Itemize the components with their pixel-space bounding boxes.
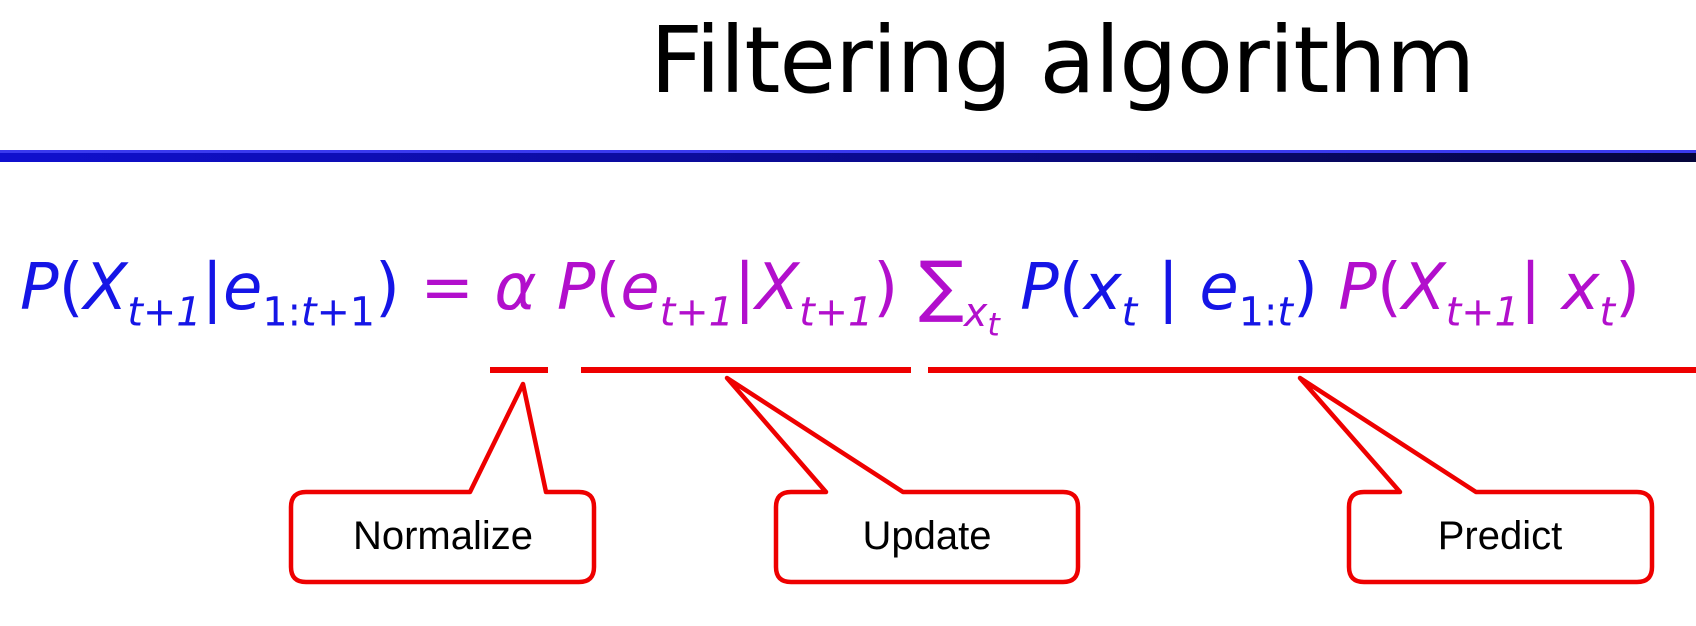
sum-symbol: ∑ — [918, 247, 964, 325]
transition-lparen: ( — [1376, 251, 1402, 325]
sum-term: ∑xt — [919, 247, 1000, 341]
normalize-label: Normalize — [352, 514, 534, 558]
belief-bar: | — [1157, 251, 1180, 325]
belief-e: e — [1199, 251, 1239, 325]
transition-bar: | — [1519, 251, 1542, 325]
lhs-e-sub-t: t — [301, 289, 317, 336]
lhs-term: P(Xt+1|e1:t+1) — [20, 251, 401, 332]
transition-xt-sub: t — [1599, 289, 1616, 336]
title-divider-highlight — [0, 150, 1696, 153]
lhs-e-sub: 1:t+1 — [262, 290, 375, 336]
update-term: P(et+1|Xt+1) — [556, 251, 899, 332]
sum-var-sub: t — [987, 307, 1000, 344]
lhs-x-sub: t+1 — [127, 289, 202, 336]
update-lparen: ( — [595, 251, 621, 325]
predict-callout-box — [1297, 375, 1655, 585]
transition-x-sub: t+1 — [1445, 289, 1520, 336]
belief-x: x — [1083, 251, 1122, 325]
filtering-formula: P(Xt+1|e1:t+1) = α P(et+1|Xt+1) ∑xt P(xt… — [20, 246, 1641, 341]
lhs-bar: | — [201, 251, 224, 325]
update-bar: | — [733, 251, 756, 325]
lhs-e-sub-part2: +1 — [316, 289, 376, 336]
update-e: e — [620, 251, 660, 325]
lhs-lparen: ( — [58, 251, 84, 325]
lhs-x: X — [83, 251, 128, 325]
belief-term: P(xt | e1:t) — [1020, 251, 1318, 332]
sum-var: x — [963, 289, 988, 336]
belief-e-sub-t: t — [1277, 289, 1293, 336]
transition-term: P(Xt+1| xt) — [1338, 251, 1641, 332]
lhs-e-sub-part1: 1: — [262, 289, 301, 336]
lhs-rparen: ) — [375, 251, 401, 325]
normalize-callout-box — [288, 381, 597, 585]
lhs-e: e — [223, 251, 263, 325]
belief-lparen: ( — [1058, 251, 1084, 325]
title-divider — [0, 150, 1696, 162]
belief-p: P — [1020, 251, 1059, 325]
sum-sub: xt — [963, 289, 1000, 341]
update-p: P — [556, 251, 596, 325]
alpha-symbol: α — [494, 251, 537, 325]
update-callout-box — [724, 375, 1081, 585]
update-rparen: ) — [873, 251, 899, 325]
belief-rparen: ) — [1292, 251, 1318, 325]
update-label: Update — [862, 514, 992, 558]
transition-x: X — [1401, 251, 1446, 325]
update-x: X — [755, 251, 800, 325]
lhs-p: P — [20, 251, 59, 325]
update-e-sub: t+1 — [659, 289, 734, 336]
predict-label: Predict — [1437, 514, 1563, 558]
belief-e-sub-part1: 1: — [1238, 289, 1278, 336]
belief-e-sub: 1:t — [1239, 290, 1293, 336]
belief-x-sub: t — [1121, 289, 1138, 336]
transition-p: P — [1338, 251, 1377, 325]
update-x-sub: t+1 — [799, 289, 874, 336]
slide-title: Filtering algorithm — [650, 7, 1475, 114]
equals-sign: = — [420, 251, 474, 325]
transition-xt: x — [1561, 251, 1600, 325]
transition-rparen: ) — [1615, 251, 1641, 325]
